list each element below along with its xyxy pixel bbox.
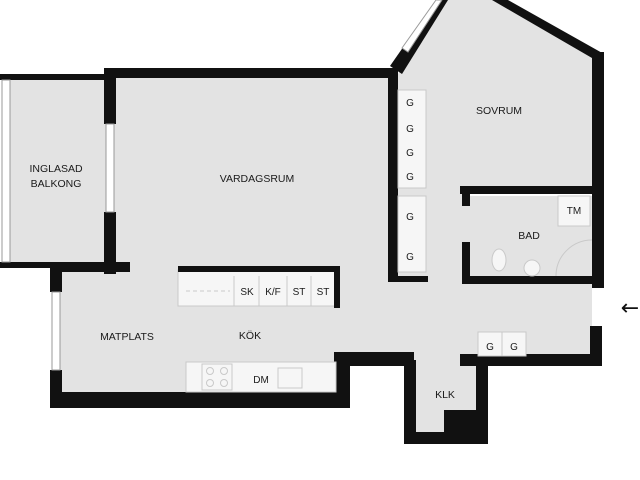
room-labels: INGLASAD BALKONG VARDAGSRUM SOVRUM BAD M… bbox=[29, 105, 540, 401]
tag-sk: SK bbox=[240, 287, 254, 298]
kitchen-left-wall-top bbox=[50, 262, 62, 292]
kitchen-fixtures bbox=[177, 266, 340, 393]
fixture-tags: G G G G G G G G TM SK K/F ST ST DM bbox=[240, 98, 581, 386]
kitchen-top-wall-segment bbox=[178, 266, 340, 272]
living-left-wall-bottom bbox=[104, 212, 116, 274]
klk-left-wall bbox=[404, 360, 416, 444]
wardrobe-hall bbox=[397, 195, 427, 273]
tag-g-sovrum-3: G bbox=[406, 148, 414, 159]
tag-g-entre-1: G bbox=[486, 342, 494, 353]
tag-g-sovrum-2: G bbox=[406, 124, 414, 135]
tag-tm: TM bbox=[567, 206, 581, 217]
label-kok: KÖK bbox=[239, 330, 261, 342]
label-klk: KLK bbox=[435, 389, 455, 401]
entry-right-wall bbox=[590, 326, 602, 366]
stove-burner-2 bbox=[220, 367, 228, 375]
tag-g-entre-2: G bbox=[510, 342, 518, 353]
tag-g-hall-2: G bbox=[406, 252, 414, 263]
tag-st-2: ST bbox=[317, 287, 330, 298]
tag-g-sovrum-4: G bbox=[406, 172, 414, 183]
balcony-floor bbox=[8, 80, 112, 268]
stove-burner-1 bbox=[206, 367, 214, 375]
entrance-arrow: ← bbox=[621, 296, 639, 321]
balcony-top-wall bbox=[0, 74, 108, 80]
bedroom-floor bbox=[397, 0, 592, 190]
bath-bottom-wall bbox=[462, 276, 604, 284]
klk-corner-block bbox=[444, 410, 480, 444]
bath-left-wall-lower bbox=[462, 242, 470, 282]
tag-st-1: ST bbox=[293, 287, 306, 298]
tag-kf: K/F bbox=[265, 287, 281, 298]
stove-frame bbox=[201, 363, 233, 391]
balcony-bottom-wall bbox=[0, 262, 64, 268]
bath-fixtures bbox=[491, 195, 593, 277]
tag-g-hall-1: G bbox=[406, 212, 414, 223]
bedroom-window bbox=[401, 0, 443, 53]
kitchen-bottom-counter bbox=[185, 361, 337, 393]
toilet bbox=[491, 248, 507, 272]
entry-bottom-wall bbox=[460, 354, 602, 366]
living-window bbox=[105, 123, 115, 213]
stove bbox=[201, 363, 233, 391]
wardrobes bbox=[397, 89, 527, 357]
kitchen-top-counter bbox=[177, 269, 337, 307]
wardrobe-sovrum bbox=[397, 89, 427, 189]
label-matplats: MATPLATS bbox=[100, 331, 154, 343]
walls bbox=[0, 0, 604, 444]
living-left-wall-top bbox=[104, 68, 116, 124]
bedroom-left-wall bbox=[388, 68, 398, 282]
kitchen-top-left-wall bbox=[50, 262, 130, 272]
label-vardagsrum: VARDAGSRUM bbox=[220, 173, 294, 185]
stove-burner-3 bbox=[206, 379, 214, 387]
label-sovrum: SOVRUM bbox=[476, 105, 522, 117]
label-bad: BAD bbox=[518, 230, 540, 242]
label-inglasad-line1: INGLASAD bbox=[29, 163, 83, 175]
bath-left-wall bbox=[462, 186, 470, 206]
shower-arc bbox=[555, 239, 593, 277]
bedroom-diagonal-wall bbox=[390, 0, 448, 74]
hall-bottom-wall bbox=[388, 276, 428, 282]
tag-g-sovrum-1: G bbox=[406, 98, 414, 109]
bath-top-wall bbox=[460, 186, 594, 194]
living-room-floor bbox=[112, 76, 397, 276]
balcony-window bbox=[1, 79, 11, 263]
kitchen-top-wall-right bbox=[334, 266, 340, 308]
stove-burner-4 bbox=[220, 379, 228, 387]
windows bbox=[1, 0, 443, 371]
bedroom-top-diagonal-wall bbox=[492, 0, 604, 62]
bedroom-right-wall bbox=[592, 52, 604, 288]
label-inglasad-line2: BALKONG bbox=[31, 178, 82, 190]
sink bbox=[523, 259, 541, 277]
living-top-wall bbox=[104, 68, 394, 78]
tm-box bbox=[557, 195, 591, 227]
kitchen-right-step-h bbox=[334, 352, 414, 366]
kitchen-floor bbox=[60, 266, 592, 440]
kitchen-sink bbox=[277, 367, 303, 389]
kitchen-window bbox=[51, 291, 61, 371]
kitchen-bottom-wall bbox=[50, 392, 350, 408]
tag-dm: DM bbox=[253, 375, 269, 386]
